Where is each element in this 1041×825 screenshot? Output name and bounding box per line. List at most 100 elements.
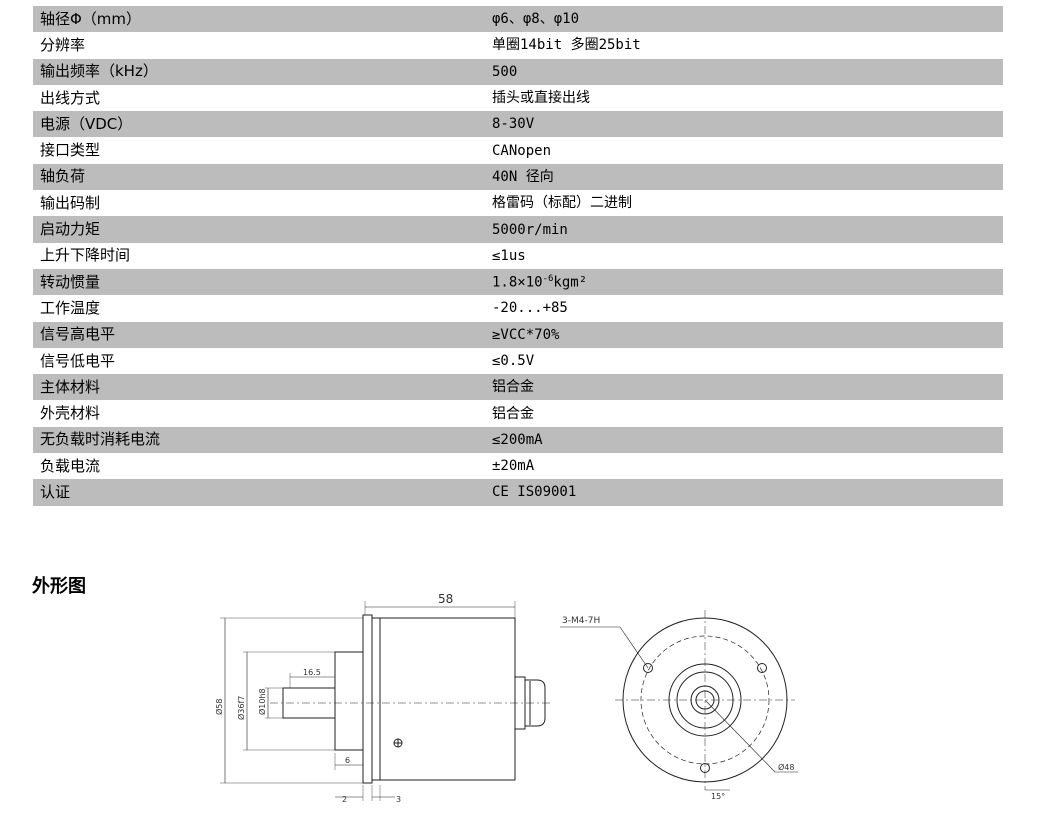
dim-2: 2 [342, 795, 347, 804]
spec-label: 启动力矩 [40, 220, 101, 239]
spec-row: 转动惯量 1.8×10-6kgm² [33, 268, 1003, 296]
spec-label: 信号低电平 [40, 351, 116, 370]
spec-row: 工作温度 -20...+85 [33, 295, 1003, 321]
spec-row: 分辨率 单圈14bit 多圈25bit [33, 32, 1003, 58]
spec-row: 接口类型 CANopen [33, 137, 1003, 163]
spec-row: 信号低电平 ≤0.5V [33, 348, 1003, 374]
spec-value-text: ≤1us [492, 247, 526, 264]
spec-value-text: 1.8×10 [492, 274, 543, 291]
spec-label: 轴径Φ（mm） [40, 9, 142, 28]
spec-value: 铝合金 [485, 380, 1003, 394]
spec-value-text: φ6、φ8、φ10 [492, 11, 580, 28]
spec-value-text: CE IS09001 [492, 484, 577, 501]
spec-value-text: 8-30V [492, 116, 535, 133]
dim-length: 58 [438, 592, 453, 606]
dim-dia-10: Ø10h8 [257, 688, 267, 715]
front-view [560, 610, 798, 791]
dim-dia-48: Ø48 [778, 762, 794, 772]
spec-row: 电源（VDC） 8-30V [33, 111, 1003, 138]
spec-value-text: 500 [492, 63, 518, 80]
spec-value: 40N 径向 [485, 170, 1003, 184]
dim-angle: 15° [711, 792, 725, 801]
spec-value-text: ≤200mA [492, 431, 543, 448]
spec-value: 单圈14bit 多圈25bit [485, 38, 1003, 52]
front-view-labels: 3-M4-7H Ø48 15° [562, 616, 794, 801]
spec-value-text: -20...+85 [492, 300, 568, 317]
spec-label: 接口类型 [40, 141, 101, 160]
spec-value: CANopen [485, 144, 1003, 158]
connector [524, 679, 546, 727]
side-view [220, 601, 550, 801]
spec-value-text: 铝合金 [492, 379, 534, 396]
spec-label: 认证 [40, 482, 71, 501]
spec-row: 主体材料 铝合金 [33, 374, 1003, 401]
dim-dia-36: Ø36f7 [236, 696, 246, 720]
spec-label: 输出频率（kHz） [40, 62, 158, 81]
spec-value: ≤1us [485, 249, 1003, 263]
encoder-body [379, 617, 516, 781]
spec-row: 输出码制 格雷码（标配）二进制 [33, 190, 1003, 216]
centering-boss [334, 651, 364, 751]
spec-label: 信号高电平 [40, 325, 116, 344]
spec-value-text: ≥VCC*70% [492, 326, 560, 343]
side-view-labels: 58 16.5 Ø58 Ø36f7 Ø10h8 6 2 3 [214, 592, 453, 804]
dim-6: 6 [345, 756, 350, 765]
spec-label: 主体材料 [40, 377, 101, 396]
spec-table: 轴径Φ（mm） φ6、φ8、φ10 分辨率 单圈14bit 多圈25bit 输出频率（k… [33, 6, 1003, 506]
flange-ring [371, 617, 381, 781]
spec-value: ≤0.5V [485, 354, 1003, 368]
spec-value: 插头或直接出线 [485, 91, 1003, 105]
spec-value: 8-30V [485, 117, 1003, 131]
spec-row: 无负载时消耗电流 ≤200mA [33, 426, 1003, 454]
mount-hole-right [757, 663, 767, 673]
spec-label: 负载电流 [40, 456, 101, 475]
spec-row: 启动力矩 5000r/min [33, 216, 1003, 243]
dim-dia-58: Ø58 [214, 699, 224, 715]
spec-value-text: 单圈14bit 多圈25bit [492, 37, 641, 54]
spec-row: 轴负荷 40N 径向 [33, 163, 1003, 191]
spec-value-superscript: -6 [542, 273, 554, 284]
spec-value: 铝合金 [485, 407, 1003, 421]
spec-row: 负载电流 ±20mA [33, 453, 1003, 479]
spec-label: 转动惯量 [40, 272, 101, 291]
spec-value: 5000r/min [485, 223, 1003, 237]
thread-label: 3-M4-7H [562, 616, 600, 626]
spec-value-text: 40N 径向 [492, 168, 554, 185]
spec-value-text: ≤0.5V [492, 353, 535, 369]
outline-drawing: 58 16.5 Ø58 Ø36f7 Ø10h8 6 2 3 3-M4-7H Ø4… [214, 592, 798, 804]
spec-label: 输出码制 [40, 193, 101, 212]
spec-value: 格雷码（标配）二进制 [485, 196, 1003, 210]
spec-value: ≤200mA [485, 433, 1003, 447]
spec-value: 1.8×10-6kgm² [485, 273, 1003, 291]
dim-3: 3 [396, 795, 401, 804]
flange [362, 614, 373, 784]
spec-label: 外壳材料 [40, 404, 101, 423]
spec-row: 上升下降时间 ≤1us [33, 243, 1003, 269]
spec-label: 上升下降时间 [40, 246, 131, 265]
spec-label: 工作温度 [40, 298, 101, 317]
spec-value-unit: kgm² [553, 274, 588, 291]
spec-value: ≥VCC*70% [485, 328, 1003, 342]
spec-label: 出线方式 [40, 88, 101, 107]
spec-value: -20...+85 [485, 301, 1003, 315]
spec-row: 输出频率（kHz） 500 [33, 58, 1003, 85]
spec-row: 轴径Φ（mm） φ6、φ8、φ10 [33, 6, 1003, 33]
spec-value: ±20mA [485, 459, 1003, 473]
spec-label: 分辨率 [40, 35, 86, 54]
dim-shaft-length: 16.5 [303, 668, 321, 677]
spec-label: 无负载时消耗电流 [40, 430, 161, 449]
spec-row: 信号高电平 ≥VCC*70% [33, 321, 1003, 348]
spec-value: φ6、φ8、φ10 [485, 12, 1003, 26]
spec-value-text: 格雷码（标配）二进制 [492, 195, 632, 212]
spec-label: 轴负荷 [40, 167, 86, 186]
spec-value-text: CANopen [492, 142, 552, 159]
spec-row: 外壳材料 铝合金 [33, 400, 1003, 426]
spec-row: 出线方式 插头或直接出线 [33, 85, 1003, 111]
spec-value: 500 [485, 65, 1003, 79]
spec-value-text: 5000r/min [492, 221, 568, 238]
spec-value-text: 插头或直接出线 [492, 90, 590, 107]
spec-row: 认证 CE IS09001 [33, 479, 1003, 506]
spec-value-text: 铝合金 [492, 405, 534, 422]
spec-label: 电源（VDC） [40, 114, 133, 133]
section-title: 外形图 [32, 576, 86, 597]
